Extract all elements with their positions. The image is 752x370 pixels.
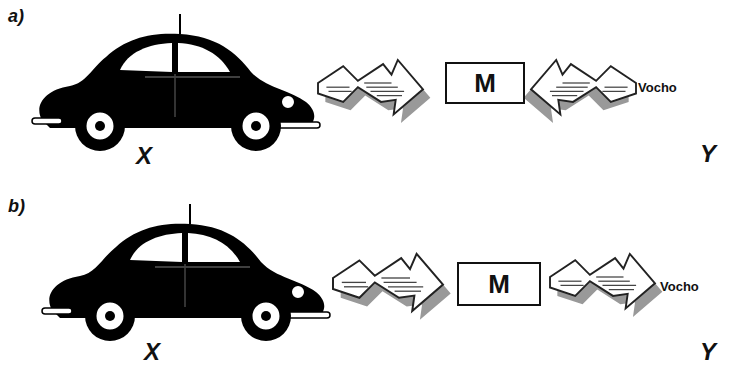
- word-label: Vocho: [660, 279, 699, 294]
- car-illustration: [32, 14, 320, 151]
- zigzag-arrow: [333, 254, 451, 320]
- zigzag-arrow: [550, 254, 662, 317]
- panel-label: a): [8, 6, 24, 27]
- car-label: X: [144, 338, 160, 366]
- zigzag-arrow: [524, 60, 636, 123]
- process-box: M: [457, 262, 541, 306]
- word-label: Vocho: [638, 80, 677, 95]
- car-label: X: [136, 142, 152, 170]
- process-box: M: [445, 62, 525, 104]
- output-label: Y: [700, 338, 716, 366]
- box-text: M: [474, 68, 496, 99]
- panel-label: b): [8, 196, 25, 217]
- zigzag-arrow: [318, 60, 430, 123]
- output-label: Y: [700, 140, 716, 168]
- car-illustration: [42, 204, 330, 341]
- box-text: M: [488, 269, 510, 300]
